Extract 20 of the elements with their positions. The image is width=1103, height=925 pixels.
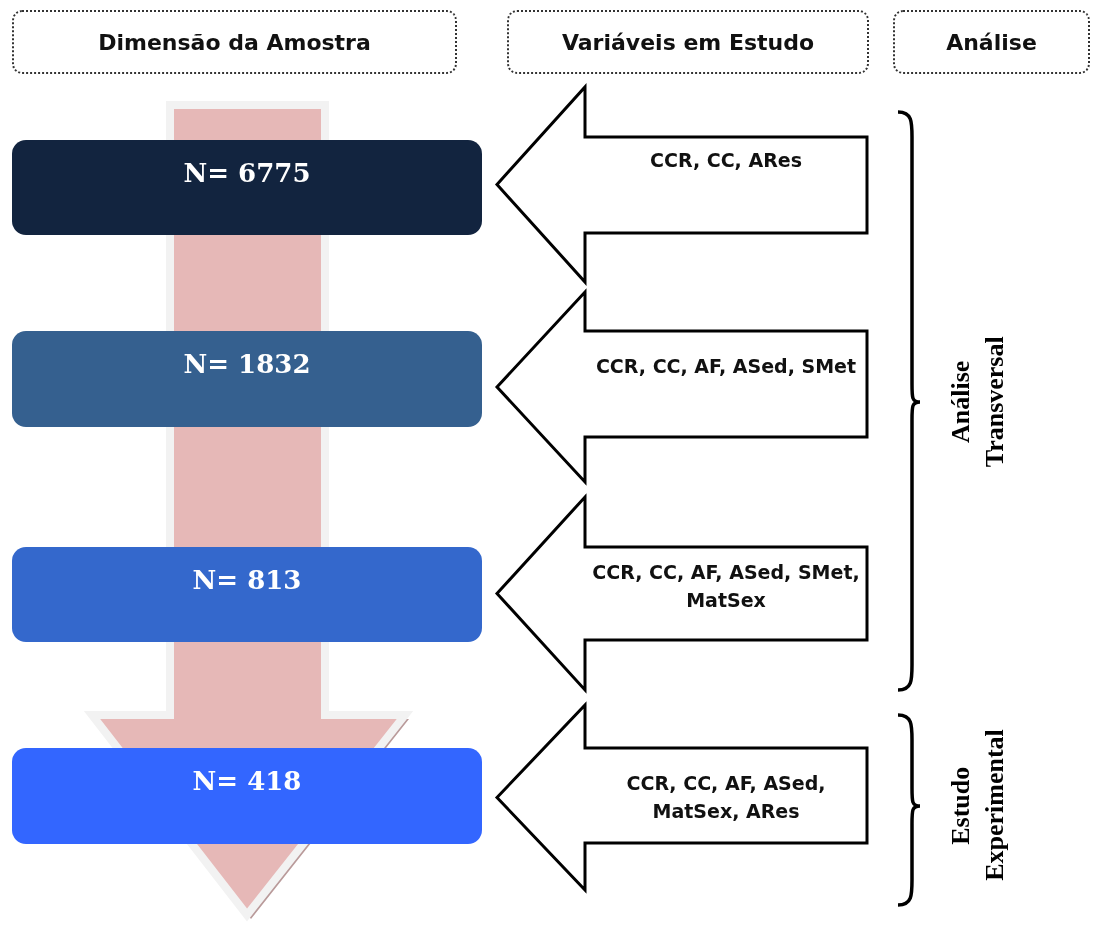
- sample-size-box: [12, 748, 482, 844]
- sample-size-text: N= 813: [192, 565, 302, 595]
- header-text: Dimensão da Amostra: [98, 29, 371, 55]
- sample-size-text: N= 418: [192, 766, 302, 796]
- sample-size-box: [12, 547, 482, 642]
- variables-text: CCR, CC, AF, ASed, MatSex, ARes: [625, 771, 827, 824]
- header-box: [12, 10, 457, 74]
- sample-size-box: [12, 140, 482, 235]
- sample-size-text: N= 1832: [183, 349, 311, 379]
- header-text: Variáveis em Estudo: [561, 29, 815, 55]
- variables-text: CCR, CC, AF, ASed, SMet: [594, 354, 858, 379]
- header-text: Análise: [946, 29, 1037, 55]
- analysis-label: Análise Transversal: [945, 335, 1010, 470]
- sample-size-text: N= 6775: [183, 158, 311, 188]
- header-box: [507, 10, 869, 74]
- variables-text: CCR, CC, AF, ASed, SMet, MatSex: [591, 560, 861, 613]
- sample-size-box: [12, 331, 482, 427]
- analysis-label: Estudo Experimental: [945, 730, 1010, 881]
- header-box: [893, 10, 1090, 74]
- variables-text: CCR, CC, ARes: [649, 148, 803, 173]
